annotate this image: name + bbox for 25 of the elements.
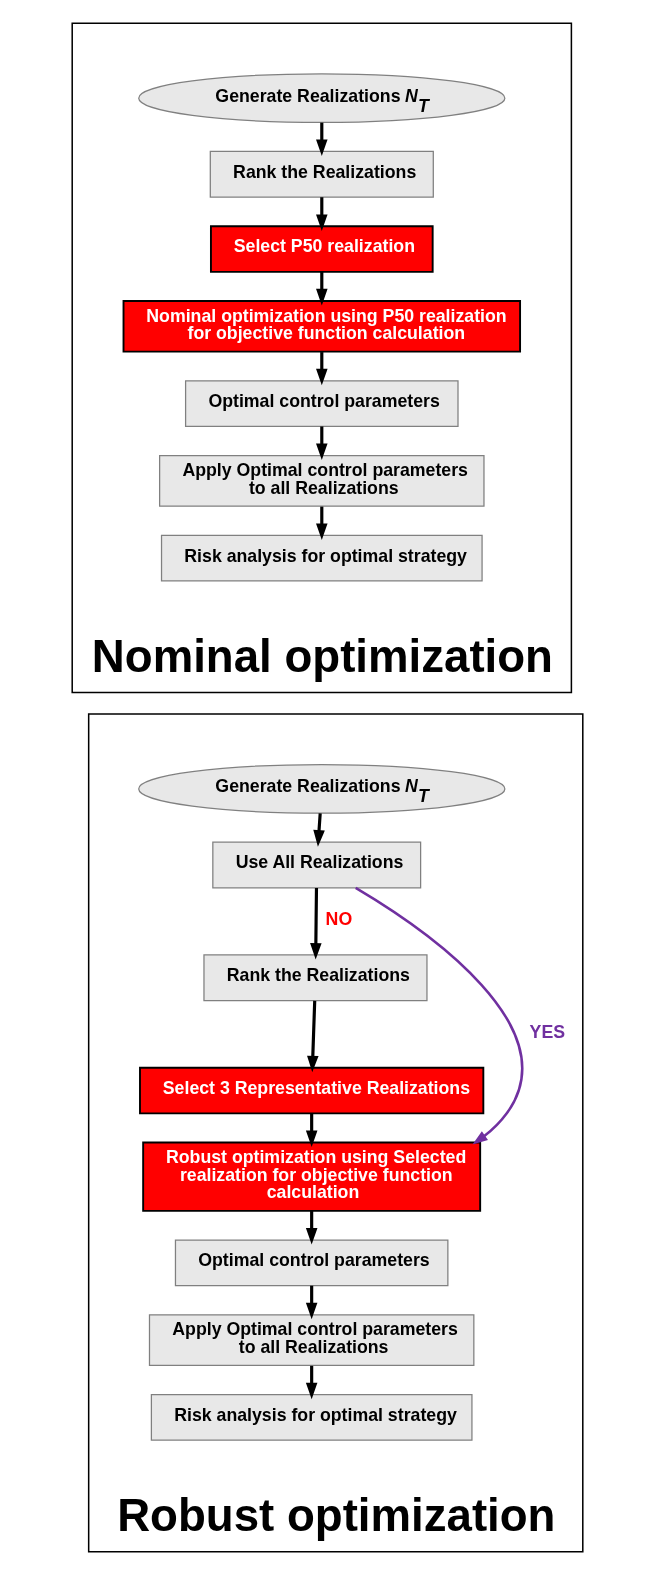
arrow (305, 1285, 317, 1320)
arrow (305, 1113, 317, 1148)
edge-label: YES (529, 1022, 565, 1043)
arrow (305, 1211, 317, 1245)
node-box: Optimal control parameters (174, 1239, 448, 1287)
node-box: Select P50 realization (209, 225, 434, 273)
node-box: Rank the Realizations (202, 954, 428, 1002)
node-box: Rank the Realizations (209, 150, 434, 198)
node-box: Robust optimization using Selected realization for objective function calculation (141, 1141, 481, 1212)
node-box: Nominal optimization using P50 realization for objective function calculation (122, 300, 521, 353)
node-box: Risk analysis for optimal strategy (160, 534, 483, 582)
arrow (354, 886, 523, 1145)
arrow (315, 426, 328, 460)
arrow (315, 197, 328, 231)
edge-label: NO (325, 909, 352, 930)
node-box: Apply Optimal control parameters to all Realizations (148, 1314, 474, 1367)
arrow (312, 813, 325, 847)
arrow (306, 1000, 319, 1073)
node-box: Optimal control parameters (184, 380, 459, 428)
arrow (309, 888, 322, 960)
arrow (315, 271, 328, 306)
node-box: Risk analysis for optimal strategy (150, 1394, 473, 1441)
node-box: Apply Optimal control parameters to all Realizations (158, 454, 485, 507)
node-box: Use All Realizations (211, 841, 421, 889)
node-box: Select 3 Representative Realizations (138, 1066, 484, 1115)
